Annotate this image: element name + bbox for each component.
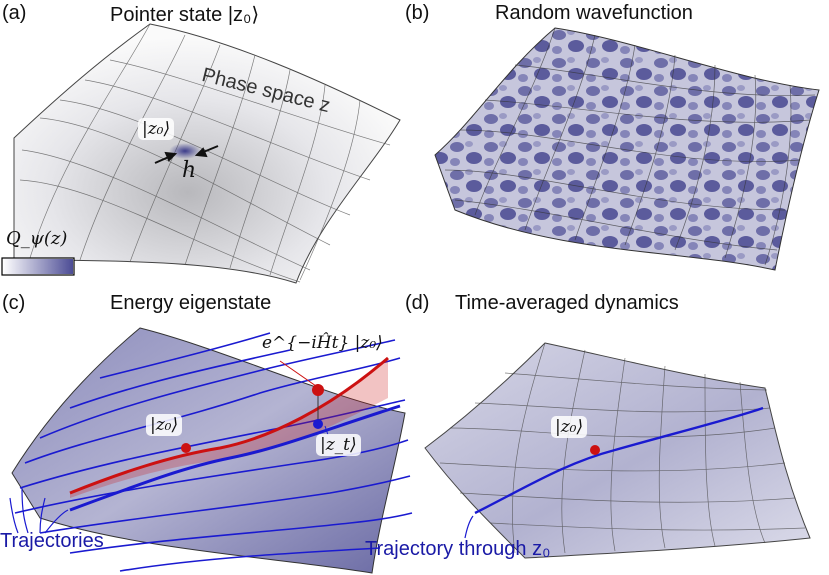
trajectory-line [474,406,764,515]
surface-b [434,27,820,271]
pointer-state-blob [169,143,201,159]
ket-z0-a: |z₀⟩ [138,118,175,140]
panel-title-c: Energy eigenstate [110,292,272,314]
panel-label-b: (b) [405,2,430,24]
highlighted-trajectory [69,404,401,512]
ket-z0-c: |z₀⟩ [146,414,183,436]
surface-a [1,23,401,284]
evolved-state-curve [69,356,389,495]
evolved-state-label: e^{−iĤt} |z₀⟩ [262,333,383,353]
panel-label-d: (d) [405,292,430,314]
ket-zt: |z_t⟩ [316,434,361,456]
panel-d: (d) Time-averaged dynamics |z₀⟩ Trajecto… [365,288,829,575]
trajectories-label: Trajectories [0,530,104,552]
width-label-h: h [182,158,197,183]
panel-title-b: Random wavefunction [495,2,693,24]
point-marker-icon [590,445,600,455]
panel-c: (c) Energy eigenstate e^{−iĤt} |z₀⟩ |z₀⟩… [0,288,414,575]
surface-d [424,342,811,559]
arrow-icon [9,487,69,534]
trajectory-label: Trajectory through z₀ [365,538,551,560]
arrow-icon [154,145,219,164]
panel-label-a: (a) [2,2,27,24]
trajectory-lines [14,332,413,572]
panel-title-a: Pointer state |z₀⟩ [110,4,260,26]
arrow-icon [464,515,474,539]
panel-label-c: (c) [2,292,26,314]
point-marker-icon [181,384,324,453]
panel-title-d: Time-averaged dynamics [455,292,679,314]
panel-b: (b) Random wavefunction [405,0,829,287]
ket-z0-d: |z₀⟩ [551,416,588,438]
colorbar-label: Q_ψ(z) [6,228,68,249]
surface-c [9,327,413,574]
panel-a: (a) Pointer state |z₀⟩ Phase space z |z₀… [0,0,414,287]
